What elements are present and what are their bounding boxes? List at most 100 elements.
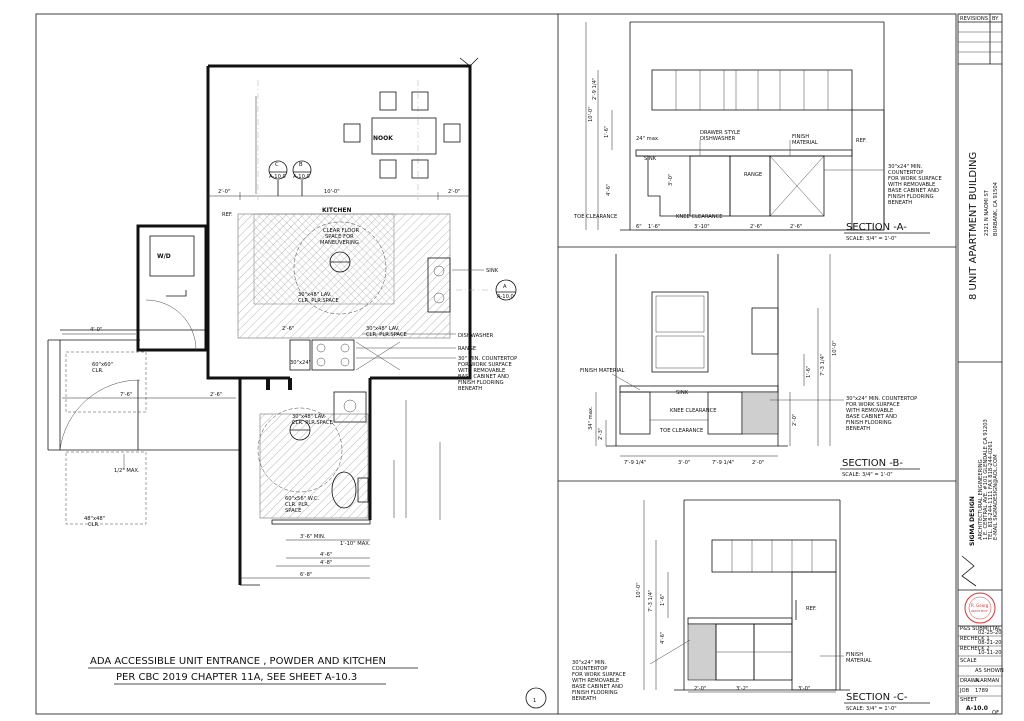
- sec-a-dim-1ft6b: 1'-6": [648, 224, 660, 230]
- clr48-label: 48"x48": [84, 516, 105, 522]
- dim-3ft6-min: 3'-6" MIN.: [300, 534, 326, 540]
- issue-1: P&S SUBMITTAL: [960, 626, 1001, 632]
- sec-b-dim-a: 7'-9 1/4": [624, 460, 646, 466]
- dim-10ft: 10'-0": [324, 189, 340, 195]
- wc-space: SPACE: [285, 508, 301, 514]
- project-address-1: 2321 N NAOMI ST: [984, 189, 990, 236]
- architect-stamp: [964, 592, 996, 624]
- sec-a-dim-10ft: 10'-0": [588, 106, 594, 122]
- firm-sub-3: TEL. 818-244-1111 FAX 818-244-0261: [988, 441, 994, 541]
- project-name: 8 UNIT APARTMENT BUILDING: [968, 152, 979, 300]
- sec-c-note-5: BASE CABINET AND: [572, 684, 623, 690]
- section-c-marker: [268, 160, 288, 180]
- stamp-sig: R. Georg: [971, 603, 989, 608]
- sec-a-sink: SINK: [644, 156, 657, 162]
- lav-label-3: 30"x48" LAV.: [292, 414, 326, 420]
- sec-c-dim-10ft: 10'-0": [636, 582, 642, 598]
- sec-a-toe: TOE CLEARANCE: [573, 214, 617, 220]
- powder-clear-area: [259, 413, 369, 519]
- sec-c-dim-3ft: 3'-0": [798, 686, 810, 692]
- job-label: JOB: [959, 688, 970, 694]
- drawn-value: A.ARMAN: [975, 678, 999, 684]
- wd-label: W/D: [157, 253, 171, 260]
- clr-label-2: CLR.: [92, 368, 104, 374]
- sec-a-note-4: WITH REMOVABLE: [888, 182, 935, 188]
- scale-label: SCALE: [960, 658, 977, 664]
- section-c-scale: SCALE: 3/4" = 1'-0": [846, 706, 897, 712]
- title-block: REVISIONS BY 8 UNIT APARTMENT BUILDING 2…: [957, 13, 1004, 716]
- sec-a-note-1: 30"x24" MIN.: [888, 164, 923, 170]
- sec-c-dim-4ft6: 4'-6": [660, 632, 666, 644]
- sec-b-note-5: FINISH FLOORING: [846, 420, 892, 426]
- note-6: BENEATH: [458, 386, 482, 392]
- dim-7ft6: 7'-6": [120, 392, 132, 398]
- sec-c-note-2: COUNTERTOP: [572, 666, 607, 672]
- firm-name: SIGMA DESIGN: [969, 496, 976, 546]
- clr60-label: 60"x60": [92, 362, 113, 368]
- sec-c-finish-2: MATERIAL: [846, 658, 872, 664]
- sec-a-note-3: FOR WORK SURFACE: [888, 176, 942, 182]
- wc-label: 60"x56" W.C.: [285, 496, 319, 502]
- sec-b-letter: B: [299, 162, 303, 168]
- water-closet: [331, 471, 357, 509]
- sec-b-dim-b: 3'-0": [678, 460, 690, 466]
- firm-sub-4: E-MAIL SIGMADESIGN@AOL.COM: [993, 454, 999, 540]
- sec-a-dim-2ft9: 2'-9 1/4": [592, 78, 598, 100]
- sec-c-note-7: BENEATH: [572, 696, 596, 702]
- issue-1-date: 02-25-20: [978, 630, 1002, 636]
- sec-a-letter: A: [503, 284, 507, 290]
- clear-floor-3: MANEUVERING: [320, 240, 359, 246]
- clr-label: CLR.: [88, 522, 100, 528]
- sec-c-ref: A-10.0: [269, 174, 286, 180]
- dim-2ft6-b: 2'-6": [282, 326, 294, 332]
- sec-b-note-1: 30"x24" MIN. COUNTERTOP: [846, 396, 917, 402]
- note-5: FINISH FLOORING: [458, 380, 504, 386]
- sec-c-ref: REF.: [806, 606, 817, 612]
- sec-a-drawer-1: DRAWER STYLE: [700, 130, 740, 136]
- sec-a-knee: KNEE CLEARANCE: [676, 214, 723, 220]
- sec-b-note-2: FOR WORK SURFACE: [846, 402, 900, 408]
- issue-3: RECHECK 2: [960, 646, 990, 652]
- plan-title-line2: PER CBC 2019 CHAPTER 11A, SEE SHEET A-10…: [116, 672, 357, 683]
- of-label: OF: [992, 710, 999, 716]
- sec-b-dim-10ft: 10'-0": [832, 340, 838, 356]
- dim-30x24: 30"x24": [290, 360, 311, 366]
- sec-a-range: RANGE: [744, 172, 762, 178]
- sheet-label: SHEET: [960, 697, 978, 703]
- dim-1ft10-max: 1'-10" MAX.: [340, 541, 371, 547]
- sec-a-note-6: FINISH FLOORING: [888, 194, 934, 200]
- sec-b-note-3: WITH REMOVABLE: [846, 408, 893, 414]
- sec-a-dim-4ft6: 4'-6": [606, 184, 612, 196]
- plan-title-line1: ADA ACCESSIBLE UNIT ENTRANCE , POWDER AN…: [90, 656, 386, 667]
- dim-4ft8: 4'-8": [320, 560, 332, 566]
- sec-c-dim-3ft2: 3'-2": [736, 686, 748, 692]
- sec-a-dim-24max: 24" max.: [636, 136, 660, 142]
- note-4: BASE CABINET AND: [458, 374, 509, 380]
- dim-4ft6: 4'-6": [320, 552, 332, 558]
- stamp-text: ARCHITECT: [971, 609, 988, 613]
- note-3: WITH REMOVABLE: [458, 368, 505, 374]
- section-b-title: SECTION -B-: [842, 458, 903, 469]
- sec-a-note-5: BASE CABINET AND: [888, 188, 939, 194]
- section-b-marker: [292, 160, 312, 180]
- floor-plan: NOOK KITCHEN W/D REF. CLEAR FLOOR SPACE …: [47, 57, 547, 709]
- sec-a-dim-3ft10: 3'-10": [694, 224, 710, 230]
- dim-6ft8: 6'-8": [300, 572, 312, 578]
- sec-b-finish: FINISH MATERIAL: [580, 368, 625, 374]
- plan-number-circle: [525, 687, 547, 709]
- sink-label: SINK: [486, 268, 499, 274]
- washer-dryer: [149, 235, 195, 277]
- issue-2-date: 08-21-20: [978, 640, 1002, 646]
- sec-b-note-4: BASE CABINET AND: [846, 414, 897, 420]
- sec-c-letter: C: [275, 162, 279, 168]
- sec-b-ref: A-10.0: [293, 174, 310, 180]
- sec-b-toe: TOE CLEARANCE: [659, 428, 703, 434]
- sec-b-dim-2ft3: 2'-3": [598, 428, 604, 440]
- lav-label-2: 30"x48" LAV.: [366, 326, 400, 332]
- sec-a-dim-3ft: 3'-0": [668, 174, 674, 186]
- sec-b-dim-1ft6: 1'-6": [806, 366, 812, 378]
- dim-2ft6: 2'-6": [210, 392, 222, 398]
- firm-logo: [961, 555, 977, 587]
